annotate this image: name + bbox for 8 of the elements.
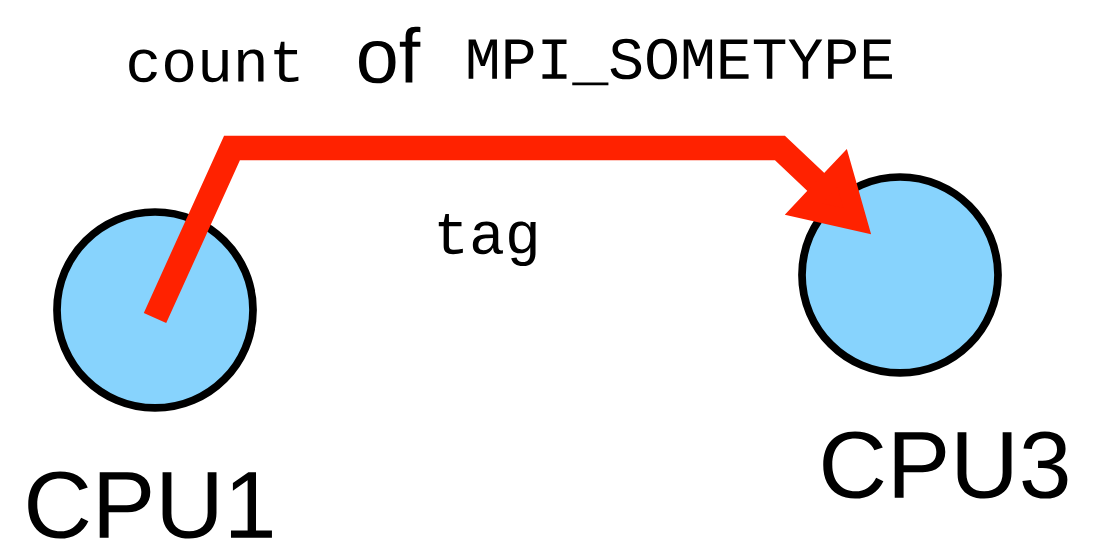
heading-text: of <box>359 26 421 84</box>
cpu-label: CPU1 <box>28 471 272 539</box>
cpu-label: CPU3 <box>823 431 1068 499</box>
heading-text: MPI_SOMETYPE <box>468 38 892 86</box>
cpu-circle <box>53 208 257 412</box>
heading-text: count <box>129 41 299 83</box>
cpu-circle <box>798 173 1002 377</box>
edge-label: tag <box>438 213 536 267</box>
